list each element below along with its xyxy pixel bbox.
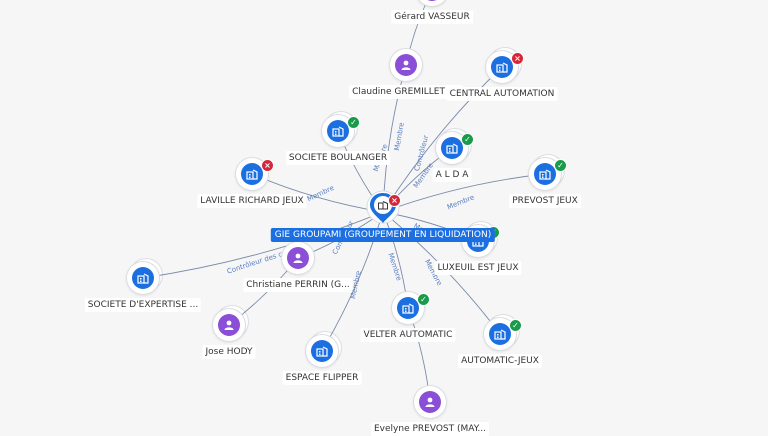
- company-icon: [327, 120, 349, 142]
- company-icon: [241, 163, 263, 185]
- person-icon: [421, 0, 443, 1]
- person-avatar[interactable]: [414, 386, 446, 418]
- person-icon: [287, 247, 309, 269]
- status-active-check-icon: ✓: [509, 319, 522, 332]
- node-label: A L D A: [432, 168, 472, 182]
- node-label: AUTOMATIC-JEUX: [458, 354, 542, 368]
- status-active-check-icon: ✓: [554, 159, 567, 172]
- company-icon: [534, 163, 556, 185]
- person-avatar[interactable]: [416, 0, 448, 6]
- node-label: SOCIETE BOULANGER: [285, 151, 391, 165]
- node-label: LUXEUIL EST JEUX: [434, 261, 522, 275]
- person-avatar[interactable]: [282, 242, 314, 274]
- node-label: Gérard VASSEUR: [391, 10, 473, 24]
- status-closed-x-icon: ×: [388, 194, 401, 207]
- node-label: LAVILLE RICHARD JEUX: [197, 194, 307, 208]
- status-active-check-icon: ✓: [417, 293, 430, 306]
- status-closed-x-icon: ×: [261, 159, 274, 172]
- node-label: Claudine GREMILLET (...: [349, 85, 463, 99]
- company-avatar[interactable]: [236, 158, 268, 190]
- node-label: SOCIETE D'EXPERTISE ...: [84, 298, 202, 312]
- company-icon: [491, 56, 513, 78]
- node-label: Evelyne PREVOST (MAY...: [371, 422, 489, 436]
- company-avatar[interactable]: [306, 332, 341, 367]
- person-icon: [419, 391, 441, 413]
- center-node-label: GIE GROUPAMI (GROUPEMENT EN LIQUIDATION): [270, 228, 496, 242]
- person-avatar[interactable]: [213, 306, 248, 341]
- company-avatar[interactable]: [127, 259, 162, 294]
- edge-center-expertise: [142, 211, 384, 279]
- person-icon: [395, 54, 417, 76]
- node-label: VELTER AUTOMATIC: [360, 328, 456, 342]
- person-icon: [218, 314, 240, 336]
- status-active-check-icon: ✓: [461, 133, 474, 146]
- status-active-check-icon: ✓: [347, 116, 360, 129]
- company-icon: [311, 340, 333, 362]
- status-closed-x-icon: ×: [511, 52, 524, 65]
- node-label: Christiane PERRIN (G...: [243, 278, 353, 292]
- node-label: ESPACE FLIPPER: [282, 371, 362, 385]
- node-label: CENTRAL AUTOMATION: [446, 87, 558, 101]
- node-label: PREVOST JEUX: [509, 194, 581, 208]
- company-icon: [441, 137, 463, 159]
- company-icon: [489, 323, 511, 345]
- person-avatar[interactable]: [390, 49, 422, 81]
- company-icon: [132, 267, 154, 289]
- company-avatar[interactable]: [322, 112, 357, 147]
- edge-center-prevost: [382, 173, 546, 213]
- node-label: Jose HODY: [202, 345, 256, 359]
- company-icon: [397, 297, 419, 319]
- edge-center-central: [382, 66, 503, 213]
